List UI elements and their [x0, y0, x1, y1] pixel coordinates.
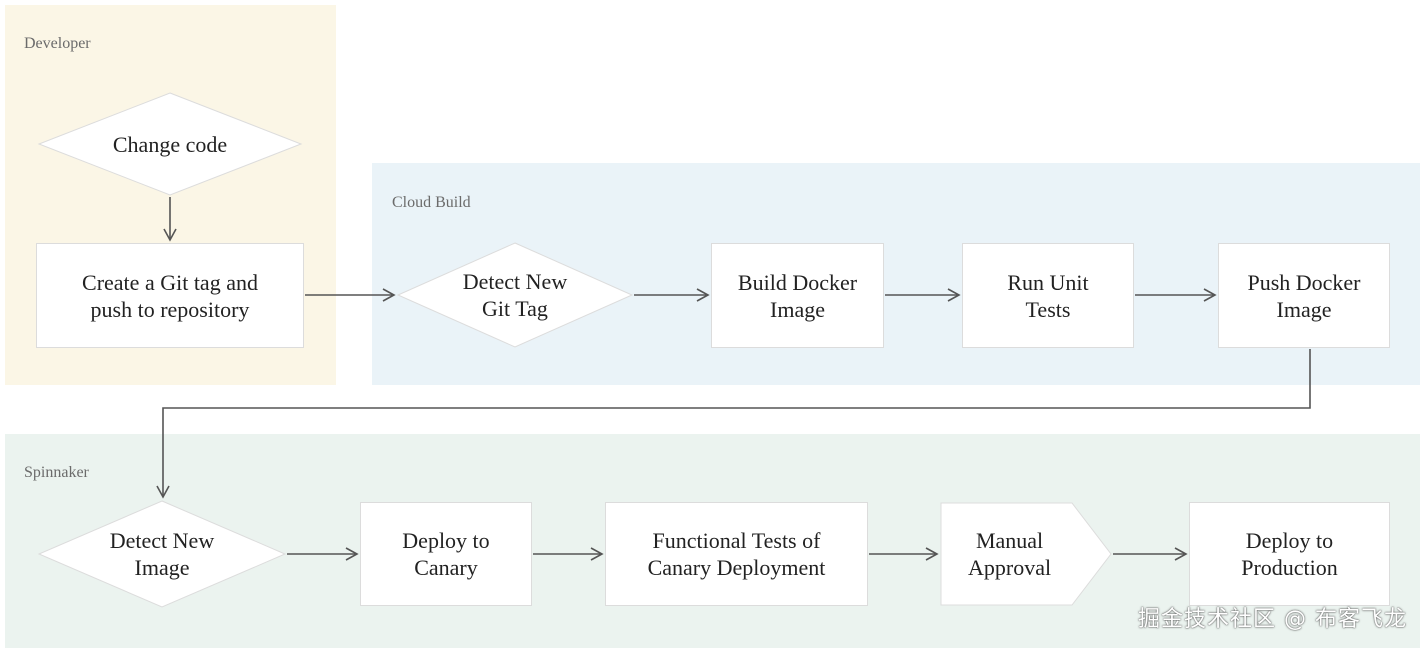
manual-approval-label: Manual Approval: [968, 528, 1052, 580]
create-git-tag-step: Create a Git tag and push to repository: [36, 243, 304, 348]
pentagon-arrow-shape: [940, 502, 1112, 606]
change-code-label: Change code: [112, 131, 228, 157]
deploy-to-production-label: Deploy to Production: [1241, 528, 1338, 580]
push-docker-image-label: Push Docker Image: [1247, 269, 1361, 322]
create-git-tag-label: Create a Git tag and push to repository: [82, 269, 258, 322]
detect-new-git-tag-decision: Detect New Git Tag: [396, 242, 634, 348]
spinnaker-lane-label: Spinnaker: [24, 464, 89, 481]
change-code-decision: Change code: [37, 92, 303, 196]
functional-tests-label: Functional Tests of Canary Deployment: [647, 528, 826, 580]
diamond-shape: [37, 500, 287, 608]
run-unit-tests-step: Run Unit Tests: [962, 243, 1134, 348]
functional-tests-step: Functional Tests of Canary Deployment: [605, 502, 868, 606]
manual-approval-step: Manual Approval: [940, 502, 1112, 606]
push-docker-image-step: Push Docker Image: [1218, 243, 1390, 348]
deploy-to-canary-label: Deploy to Canary: [402, 528, 490, 580]
run-unit-tests-label: Run Unit Tests: [1007, 269, 1089, 322]
detect-new-image-label: Detect New Image: [109, 528, 215, 580]
build-docker-image-label: Build Docker Image: [737, 269, 858, 322]
diamond-shape: [396, 242, 634, 348]
watermark-text: 掘金技术社区 @ 布客飞龙: [1138, 607, 1407, 632]
arrow-push-docker-image-to-detect-new-image: [156, 349, 1311, 499]
diamond-shape: [37, 92, 303, 196]
detect-new-git-tag-label: Detect New Git Tag: [462, 269, 568, 321]
developer-lane-label: Developer: [24, 35, 91, 52]
cloud-build-lane-label: Cloud Build: [392, 194, 471, 211]
deploy-to-production-step: Deploy to Production: [1189, 502, 1390, 606]
deploy-to-canary-step: Deploy to Canary: [360, 502, 532, 606]
detect-new-image-decision: Detect New Image: [37, 500, 287, 608]
build-docker-image-step: Build Docker Image: [711, 243, 884, 348]
